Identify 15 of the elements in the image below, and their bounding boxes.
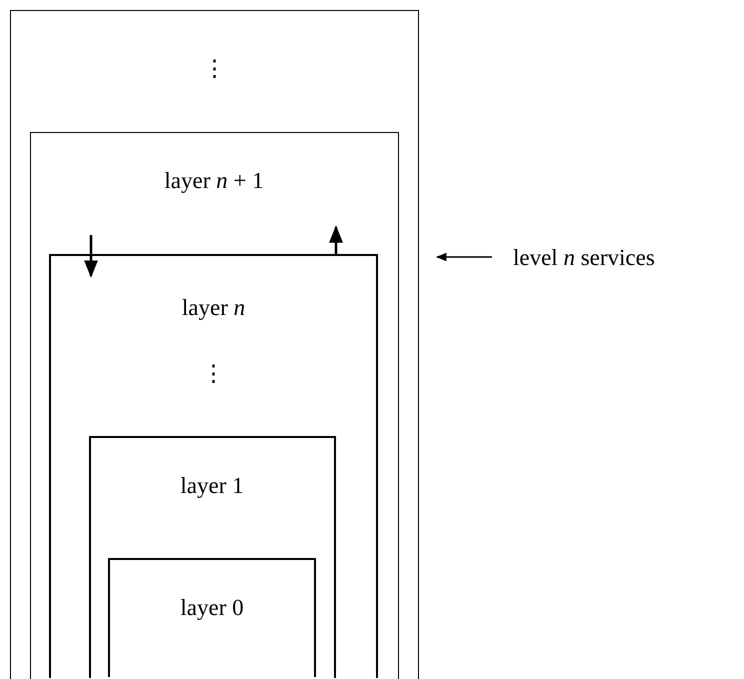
ellipsis: ⋮ xyxy=(203,56,226,82)
annotation-label: level n services xyxy=(513,245,655,271)
arrow xyxy=(436,252,492,262)
layer-box xyxy=(108,558,316,677)
layer-label: layer 1 xyxy=(180,472,244,498)
layer-box xyxy=(10,10,419,679)
layer-box xyxy=(88,436,336,678)
arrow xyxy=(329,225,343,256)
arrow xyxy=(84,235,98,278)
layer-box xyxy=(30,132,398,678)
layer-label: layer 0 xyxy=(180,595,244,621)
ellipsis: ⋮ xyxy=(202,361,225,387)
layer-box xyxy=(49,254,378,678)
layer-label: layer n xyxy=(182,295,246,321)
layer-label: layer n + 1 xyxy=(164,168,264,194)
